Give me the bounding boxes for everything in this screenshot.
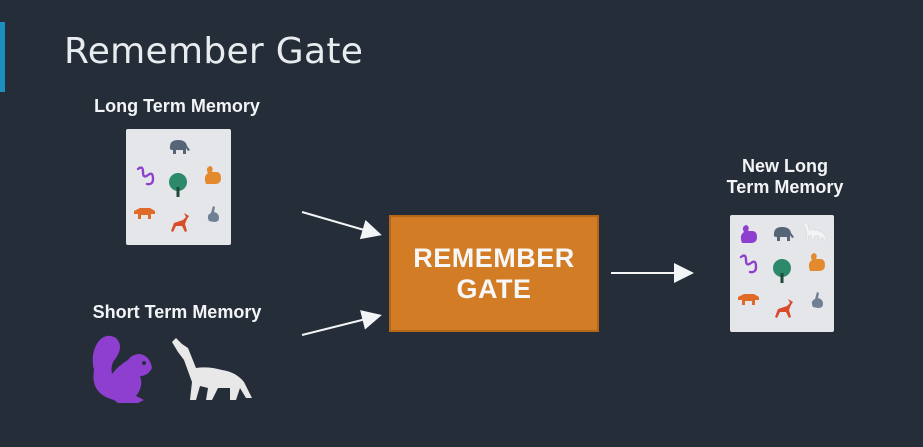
rabbit-icon [811,292,823,308]
long-term-memory-card [126,129,231,245]
output-label-line2: Term Memory [726,177,844,197]
deer-icon [775,299,793,318]
new-long-term-memory-label: New Long Term Memory [700,156,870,198]
short-term-memory-label: Short Term Memory [92,302,262,322]
slide-title: Remember Gate [64,31,364,72]
gate-label-line1: REMEMBER [413,242,575,273]
worm-icon [136,166,155,186]
rabbit-icon [207,206,219,222]
tiger-icon [738,294,759,305]
new-long-term-memory-card [730,215,834,332]
tiger-icon [134,208,155,219]
squirrel-icon [92,335,152,403]
accent-bar [0,22,5,92]
remember-gate-box: REMEMBER GATE [389,215,599,332]
tree-icon [169,173,187,197]
long-term-memory-label: Long Term Memory [94,96,260,116]
squirrel-icon [740,225,757,243]
gate-label-line2: GATE [456,273,532,304]
elephant-icon [169,140,190,154]
output-label-line1: New Long [742,156,828,176]
wolf-icon [802,221,828,241]
elephant-icon [773,227,794,241]
tree-icon [773,259,791,283]
deer-icon [171,213,189,232]
wolf-icon [172,338,252,400]
arrow-ltm-to-gate [301,211,382,240]
squirrel-icon [808,253,825,271]
arrow-stm-to-gate [301,310,382,336]
squirrel-icon [204,166,221,184]
worm-icon [739,254,758,274]
